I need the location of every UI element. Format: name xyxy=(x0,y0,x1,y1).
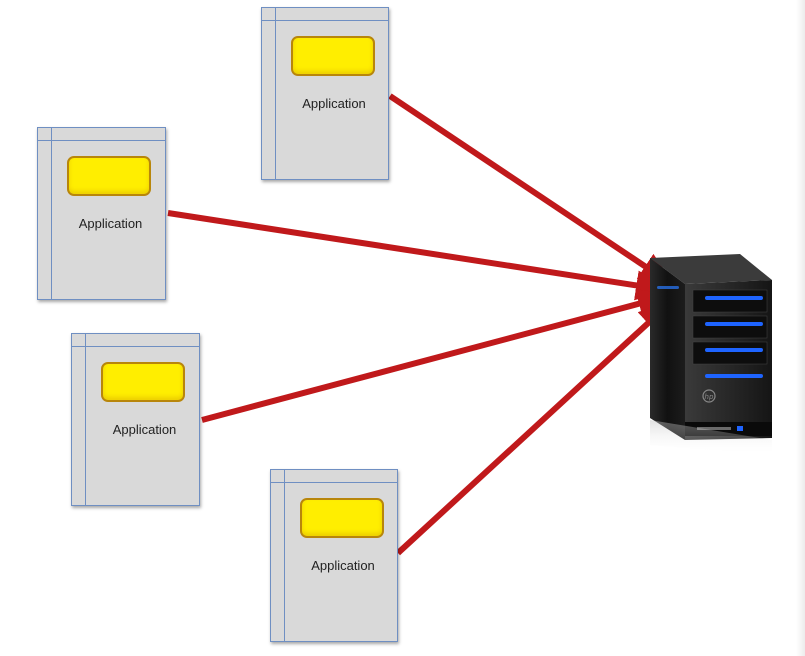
application-component-button xyxy=(67,156,151,196)
svg-text:hp: hp xyxy=(705,393,714,401)
window-title-divider xyxy=(72,346,199,347)
server-icon: hp xyxy=(650,254,772,455)
status-lights xyxy=(657,286,763,378)
application-label: Application xyxy=(112,422,177,437)
right-edge-shadow xyxy=(796,0,805,656)
window-side-divider xyxy=(284,470,285,641)
drive-bays xyxy=(692,289,768,365)
application-window-3: Application xyxy=(71,333,200,506)
window-side-divider xyxy=(275,8,276,179)
window-title-divider xyxy=(271,482,397,483)
application-window-2: Application xyxy=(37,127,166,300)
arrow-app1-to-server xyxy=(388,93,675,287)
application-label: Application xyxy=(78,216,143,231)
application-label: Application xyxy=(311,558,375,573)
window-title-divider xyxy=(262,20,388,21)
application-component-button xyxy=(291,36,375,76)
application-label: Application xyxy=(302,96,366,111)
arrow-app2-to-server xyxy=(167,210,672,301)
window-side-divider xyxy=(85,334,86,505)
application-component-button xyxy=(300,498,384,538)
arrow-app3-to-server xyxy=(201,289,674,423)
application-window-1: Application xyxy=(261,7,389,180)
window-title-divider xyxy=(38,140,165,141)
application-component-button xyxy=(101,362,185,402)
hp-logo-icon: hp xyxy=(702,389,716,403)
application-window-4: Application xyxy=(270,469,398,642)
window-side-divider xyxy=(51,128,52,299)
arrow-app4-to-server xyxy=(395,298,675,556)
